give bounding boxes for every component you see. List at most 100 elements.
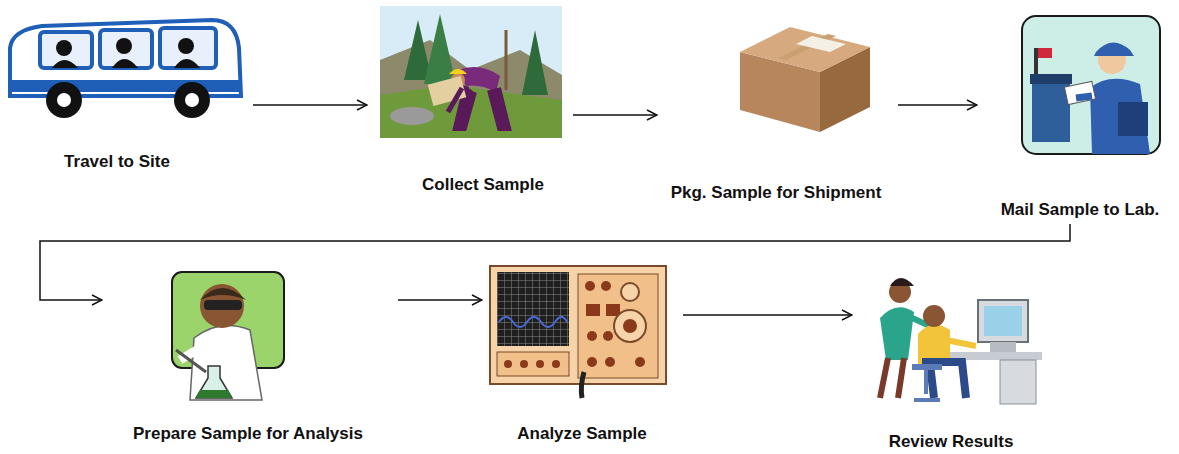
review-icon-part [914,370,940,400]
process-step: Prepare Sample for Analysis [110,262,390,444]
van-icon-part [46,82,82,118]
collect-scene-part [448,88,462,112]
flow-arrow [573,114,657,116]
mail-icon-part [1094,42,1134,56]
scientist-icon [172,272,284,400]
van-icon-part [174,59,200,68]
van-icon-part [100,30,152,68]
van-icon-part [174,82,210,118]
process-step: Review Results [860,262,1045,452]
process-step: Pkg. Sample for Shipment [665,10,890,203]
analyzer-icon-part [536,360,544,368]
step-label: Review Results [889,432,1014,452]
analyzer-icon-part [587,331,597,341]
flow-arrow [40,224,1070,300]
mail-icon-part [1076,96,1092,98]
review-icon-part [880,358,904,398]
review-icon-part [923,305,945,327]
analyzer-icon-part [497,352,569,376]
mail-icon-part [1118,102,1148,136]
analyzer-icon-part [497,272,569,346]
scientist-icon-part [196,366,232,398]
analyzer-icon-part [504,360,512,368]
analyzer-icon-part [497,272,569,346]
review-icon-part [890,278,914,286]
review-icon-part [946,340,976,346]
mail-icon-part [1032,80,1070,142]
analyzer-icon-part [578,274,658,378]
collect-scene-part [505,30,508,90]
package-icon-part [740,27,870,72]
package-icon [740,27,870,132]
van-icon-part [40,32,92,68]
mail-icon-part [1034,48,1038,74]
review-icon-part [990,342,1016,352]
step-label: Prepare Sample for Analysis [133,424,363,444]
flow-arrow [683,314,852,316]
process-step: Analyze Sample [490,262,675,444]
collect-scene-part [380,6,562,138]
analyzer-icon-part [605,357,615,367]
collect-scene [380,6,562,138]
flow-arrow [253,104,367,106]
analyzer-icon-part [499,317,567,327]
scientist-icon-part [204,300,242,310]
analyzer-icon-part [587,357,597,367]
analyzer-icon-part [520,360,528,368]
review-icon-part [1000,360,1036,404]
scientist-icon-part [176,350,206,372]
collect-scene-part [449,69,467,74]
step-label: Collect Sample [422,175,544,195]
van-icon-part [185,93,199,107]
van-icon-part [10,20,241,96]
package-icon-part [796,36,846,52]
mail-icon-part [1030,74,1072,84]
step-label: Pkg. Sample for Shipment [671,183,882,203]
mail-icon-part [1022,16,1160,154]
review-icon-part [978,300,1028,342]
mail-icon-part [1090,79,1150,154]
analyzer-icon-part [603,331,613,341]
analyzer-icon-part [601,281,611,291]
analyzer-icon-part [623,319,637,333]
analyzer-icon-part [621,283,639,301]
process-step: Mail Sample to Lab. [985,10,1165,220]
collect-scene-part [522,30,548,95]
van-icon [10,20,241,118]
flow-arrow [898,104,977,106]
review-icon [880,278,1042,404]
van-icon-part [160,28,216,68]
step-label: Analyze Sample [517,424,646,444]
analyzer-icon-part [614,310,646,342]
van-icon-part [116,38,132,54]
analyzer-icon-part [581,372,584,398]
collect-scene-part [390,107,434,125]
van-icon-part [52,60,78,68]
scientist-icon-part [190,326,262,401]
analyzer-icon-part [635,357,645,367]
scientist-icon-part [200,288,246,300]
review-icon-part [912,364,942,370]
analyzer-icon-part [585,281,595,291]
process-step: Collect Sample [375,5,565,195]
van-icon-part [112,59,138,68]
mail-icon-part [1038,48,1052,58]
analyzer-icon [490,266,666,398]
analyzer-icon-part [552,360,560,368]
mail-icon-part [1064,81,1095,104]
process-step: Travel to Site [5,0,245,172]
van-icon-part [57,93,71,107]
van-icon-part [178,38,194,54]
scientist-icon-part [196,390,232,398]
flow-arrow [398,299,482,301]
review-icon-part [984,306,1022,336]
step-label: Travel to Site [64,152,170,172]
analyzer-icon-part [490,266,666,384]
van-icon-part [56,40,72,56]
analyzer-icon-part [586,304,600,316]
step-label: Mail Sample to Lab. [1001,200,1160,220]
